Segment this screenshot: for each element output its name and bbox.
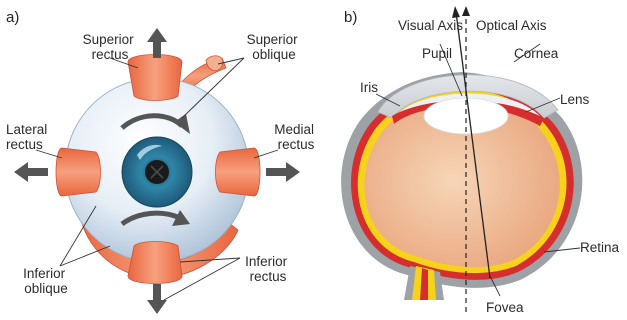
medial-rectus-muscle — [216, 148, 261, 196]
label-inferior-rectus: Inferior rectus — [245, 254, 291, 284]
optical-axis-arrowhead — [462, 6, 470, 16]
visual-axis-arrowhead — [452, 6, 460, 18]
label-retina: Retina — [580, 240, 620, 255]
left-arrow-icon — [14, 162, 48, 182]
label-medial-rectus: Medial rectus — [274, 122, 318, 152]
lateral-rectus-muscle — [56, 148, 101, 196]
label-lateral-rectus: Lateral rectus — [6, 122, 51, 152]
panel-a-letter: a) — [6, 9, 19, 26]
label-superior-rectus: Superior rectus — [83, 32, 138, 62]
label-cornea: Cornea — [514, 46, 559, 61]
label-iris: Iris — [360, 80, 378, 95]
label-inferior-oblique: Inferior oblique — [23, 266, 69, 296]
label-superior-oblique: Superior oblique — [247, 32, 302, 62]
label-optical-axis: Optical Axis — [476, 18, 547, 33]
inferior-rectus-muscle — [128, 242, 182, 284]
label-pupil: Pupil — [422, 46, 452, 61]
right-arrow-icon — [266, 162, 300, 182]
label-fovea: Fovea — [486, 300, 524, 315]
panel-b-letter: b) — [344, 9, 357, 26]
label-lens: Lens — [560, 92, 590, 107]
down-arrow-icon — [147, 284, 167, 314]
label-visual-axis: Visual Axis — [398, 18, 463, 33]
up-arrow-icon — [147, 28, 167, 58]
superior-rectus-muscle — [128, 55, 182, 101]
